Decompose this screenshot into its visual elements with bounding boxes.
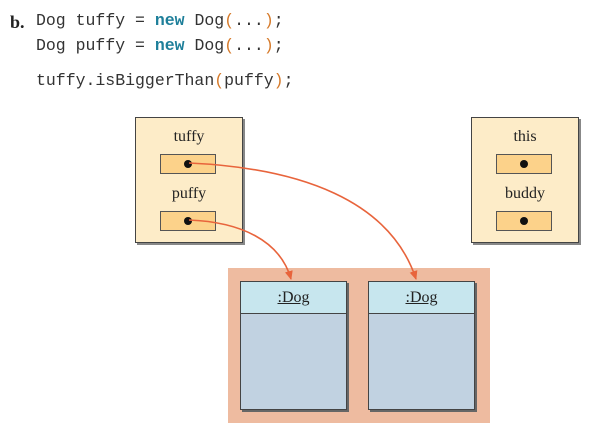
reference-dot [184,160,192,168]
this-reference-slot [496,154,552,174]
code-line-3: tuffy.isBiggerThan(puffy); [36,71,294,90]
code-line-2: Dog puffy = new Dog(...); [36,36,284,55]
tuffy-reference-arrow [188,162,418,280]
var-name-this: this [513,128,537,145]
var-name-puffy: puffy [171,185,207,202]
object-header: :Dog [241,282,346,314]
method-frame: this buddy [471,117,579,243]
caller-frame: tuffy puffy [135,117,243,243]
puffy-reference-slot [160,211,216,231]
var-name-tuffy: tuffy [173,128,205,145]
var-name-buddy: buddy [505,185,545,202]
dog-object-2: :Dog [368,281,475,410]
reference-dot [184,217,192,225]
reference-dot [520,217,528,225]
reference-dot [520,160,528,168]
code-line-1: Dog tuffy = new Dog(...); [36,11,284,30]
puffy-reference-arrow [188,219,293,280]
part-label: b. [10,12,25,32]
dog-object-1: :Dog [240,281,347,410]
object-header: :Dog [369,282,474,314]
buddy-reference-slot [496,211,552,231]
